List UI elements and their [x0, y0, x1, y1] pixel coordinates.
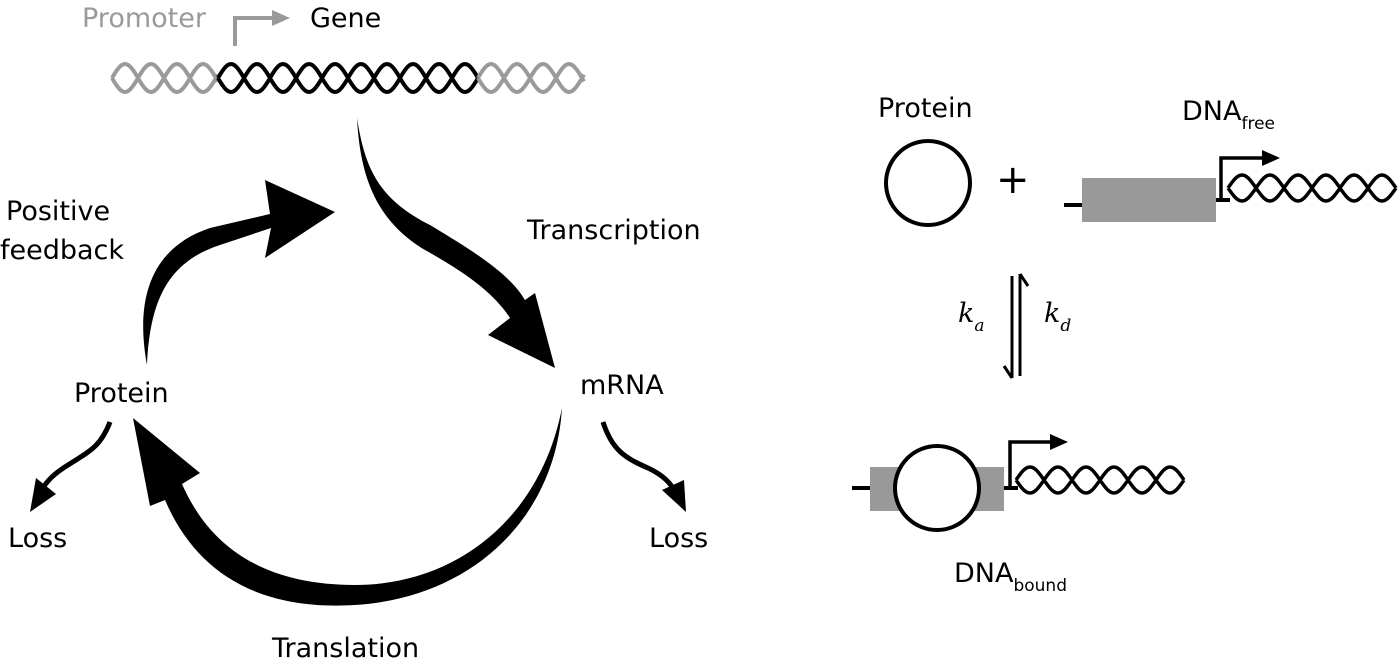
gene-dna-helix	[110, 62, 586, 94]
dna-bound-main: DNA	[954, 558, 1014, 589]
promoter-start-arrow	[233, 10, 290, 46]
free-dna-construct	[1064, 150, 1398, 222]
dna-bound-label: DNAbound	[954, 558, 1067, 596]
translation-label: Translation	[272, 633, 420, 664]
promoter-label: Promoter	[82, 3, 206, 34]
dna-free-main: DNA	[1182, 96, 1242, 127]
free-protein-circle	[884, 139, 972, 227]
bound-start-arrow	[1008, 434, 1068, 488]
bound-protein-circle	[893, 444, 981, 532]
mrna-loss-arrow	[600, 421, 686, 512]
gene-label: Gene	[310, 3, 382, 34]
bound-dna-helix	[1014, 465, 1186, 495]
plus-sign: +	[996, 157, 1030, 203]
protein-loss-label: Loss	[8, 523, 68, 554]
free-binding-site-box	[1082, 178, 1216, 222]
free-start-arrow	[1219, 150, 1280, 200]
dna-bound-subscript: bound	[1013, 576, 1068, 596]
mrna-loss-label: Loss	[649, 523, 709, 554]
kd-subscript: d	[1060, 316, 1072, 336]
transcription-label: Transcription	[527, 215, 701, 246]
dna-free-label: DNAfree	[1182, 96, 1275, 134]
bound-dna-construct	[852, 434, 1186, 532]
ka-main: k	[958, 298, 975, 329]
transcription-arrow	[357, 118, 555, 368]
protein-label: Protein	[74, 378, 169, 409]
promoter-strand-left	[110, 62, 220, 94]
kd-label: kd	[1044, 298, 1071, 336]
positive-feedback-line1: Positive	[6, 196, 111, 227]
free-dna-helix	[1226, 173, 1398, 203]
mrna-label: mRNA	[580, 370, 664, 401]
dna-free-subscript: free	[1241, 114, 1275, 134]
free-protein-label: Protein	[878, 93, 973, 124]
ka-label: ka	[958, 298, 985, 336]
kd-main: k	[1044, 298, 1061, 329]
positive-feedback-arrow	[143, 180, 335, 365]
flanking-strand-right	[476, 62, 586, 94]
protein-loss-arrow	[30, 421, 113, 512]
positive-feedback-line2: feedback	[0, 235, 125, 266]
gene-strand	[216, 62, 480, 94]
translation-arrow	[133, 408, 562, 606]
ka-subscript: a	[974, 316, 985, 336]
equilibrium-arrows	[1002, 273, 1030, 379]
